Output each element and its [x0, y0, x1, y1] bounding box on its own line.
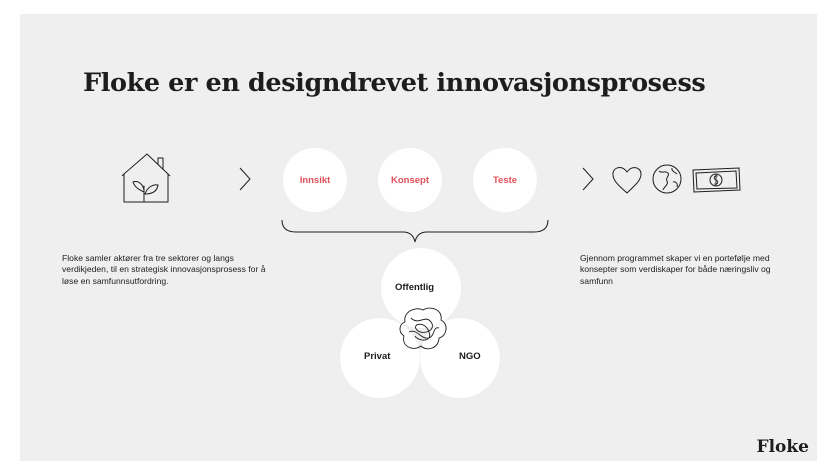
money-icon — [692, 167, 741, 193]
step-innsikt: Innsikt — [283, 148, 347, 212]
heart-icon — [612, 167, 642, 194]
house-plant-icon — [121, 153, 171, 203]
venn-circle-left — [340, 318, 420, 398]
step-konsept: Konsept — [378, 148, 442, 212]
venn-label-top: Offentlig — [395, 282, 435, 293]
right-description: Gjennom programmet skaper vi en porteføl… — [580, 253, 771, 286]
venn-diagram: Offentlig Privat NGO — [335, 248, 515, 408]
page-title: Floke er en designdrevet innovasjonspros… — [83, 68, 706, 98]
brand-logo: Floke — [756, 437, 809, 457]
chevron-right-icon — [582, 167, 594, 191]
venn-circle-right — [420, 318, 500, 398]
tangle-icon — [399, 307, 447, 350]
venn-label-right: NGO — [459, 351, 481, 362]
step-teste: Teste — [473, 148, 537, 212]
step-label: Innsikt — [299, 174, 331, 186]
globe-icon — [652, 164, 682, 194]
venn-label-left: Privat — [364, 351, 391, 362]
left-description: Floke samler aktører fra tre sektorer og… — [62, 253, 266, 286]
chevron-right-icon — [239, 167, 251, 191]
step-label: Teste — [492, 174, 518, 186]
step-label: Konsept — [391, 174, 429, 186]
curly-brace — [281, 219, 549, 243]
venn-circle-top — [381, 248, 461, 328]
slide: Floke er en designdrevet innovasjonspros… — [20, 14, 817, 461]
